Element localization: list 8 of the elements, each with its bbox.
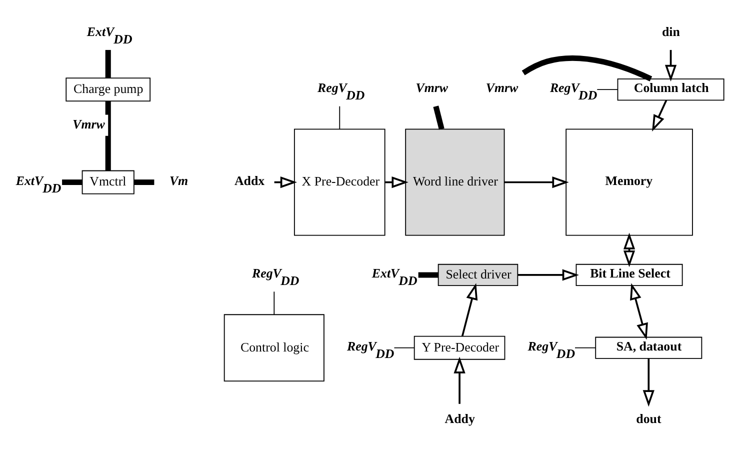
node-text: Vm bbox=[169, 172, 188, 188]
edge-label: Vmrw bbox=[72, 116, 105, 132]
node-text: dout bbox=[636, 411, 662, 426]
node-text: Addx bbox=[234, 172, 265, 188]
node-text: din bbox=[662, 24, 680, 39]
node-text: Addy bbox=[444, 411, 475, 426]
node-text: Vmrw bbox=[416, 80, 448, 96]
node-text: Vmrw bbox=[486, 80, 518, 96]
